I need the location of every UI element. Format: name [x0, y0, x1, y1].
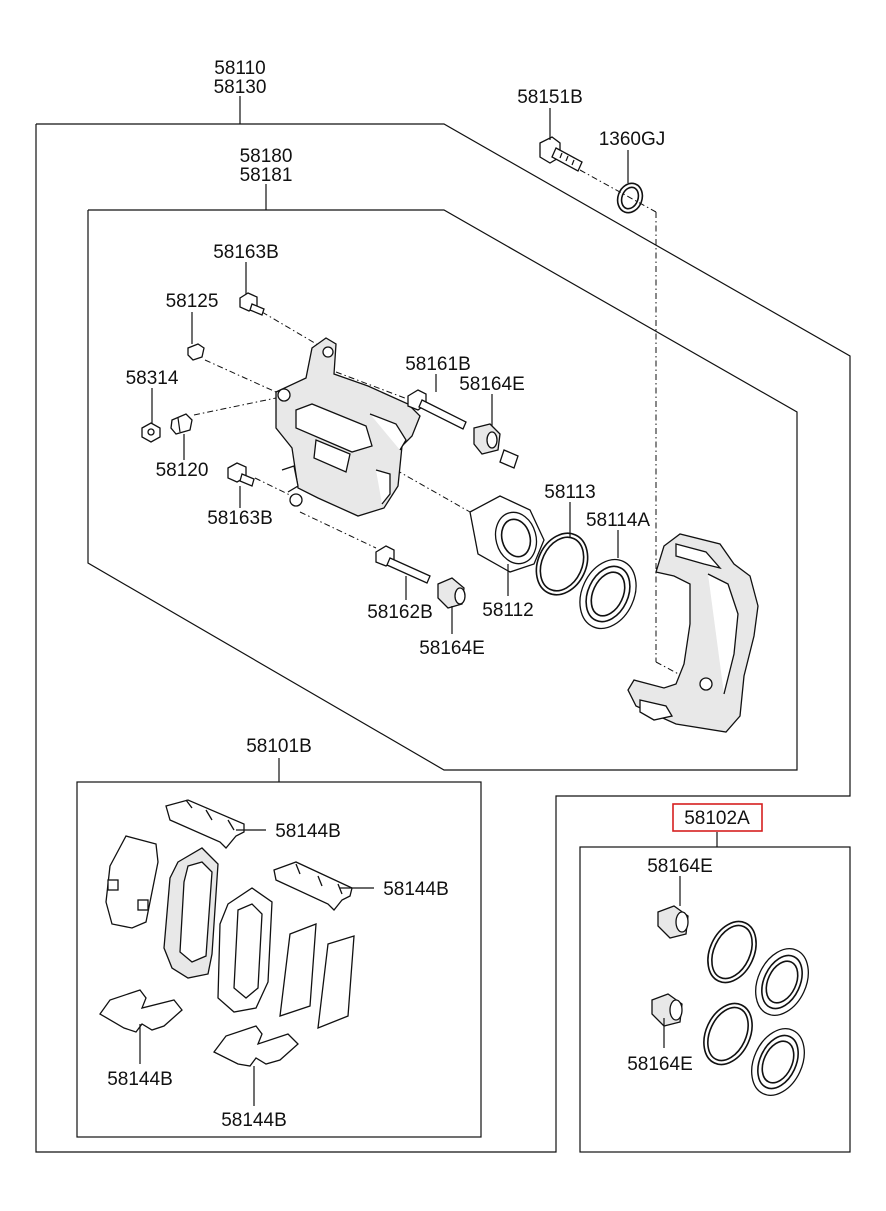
label-58114A[interactable]: 58114A	[586, 510, 650, 531]
shim-plate-right-1[interactable]	[279, 923, 317, 1017]
label-58144B-2[interactable]: 58144B	[383, 879, 449, 900]
cap-58125[interactable]	[187, 343, 205, 361]
washer-1360GJ[interactable]	[614, 180, 647, 216]
pad-right-inner[interactable]	[217, 887, 273, 1013]
label-58144B-4[interactable]: 58144B	[221, 1110, 287, 1131]
caliper-assembly-frame	[35, 96, 851, 1153]
guide-pin-58162B[interactable]	[375, 545, 431, 584]
kit-dust-boot-top[interactable]	[745, 940, 818, 1024]
label-1360GJ[interactable]: 1360GJ	[599, 129, 666, 150]
shim-58144B-bottom-right[interactable]	[213, 1025, 299, 1067]
label-58314[interactable]: 58314	[126, 368, 179, 389]
label-58112[interactable]: 58112	[482, 600, 533, 621]
label-58163B-top[interactable]: 58163B	[213, 242, 279, 263]
label-58164E-kit-top[interactable]: 58164E	[647, 856, 713, 877]
label-58164E-kit-bottom[interactable]: 58164E	[627, 1054, 693, 1075]
label-58163B-bottom[interactable]: 58163B	[207, 508, 273, 529]
kit-seal-ring-top[interactable]	[699, 914, 766, 991]
part-58102A-highlight-box[interactable]	[672, 803, 763, 832]
seal-58113[interactable]	[527, 525, 598, 603]
kit-seal-ring-bottom[interactable]	[695, 996, 762, 1073]
bolt-58151B[interactable]	[539, 136, 583, 172]
boot-58164E-lower[interactable]	[437, 577, 466, 609]
label-58161B[interactable]: 58161B	[405, 354, 471, 375]
kit-boot-58164E-bottom[interactable]	[651, 993, 683, 1027]
label-58181[interactable]: 58181	[240, 165, 293, 186]
shim-58144B-bottom-left[interactable]	[99, 989, 183, 1033]
label-58151B[interactable]: 58151B	[517, 87, 583, 108]
label-58120[interactable]: 58120	[156, 460, 209, 481]
bolt-58163B-bottom[interactable]	[227, 462, 255, 487]
label-58162B[interactable]: 58162B	[367, 602, 433, 623]
shim-plate-left[interactable]	[105, 835, 159, 929]
piston-58112[interactable]	[469, 495, 545, 573]
guide-pin-58161B[interactable]	[407, 389, 467, 430]
part-labels: 58110 58130 58151B 1360GJ 58180 58181 58…	[107, 58, 750, 1131]
label-58164E-upper[interactable]: 58164E	[459, 374, 525, 395]
pad-kit-frame	[76, 758, 482, 1138]
kit-boot-58164E-top[interactable]	[657, 905, 689, 939]
label-58180[interactable]: 58180	[240, 146, 293, 167]
label-58144B-3[interactable]: 58144B	[107, 1069, 173, 1090]
bolt-58163B-top[interactable]	[239, 292, 265, 316]
label-58110[interactable]: 58110	[214, 58, 265, 79]
pad-left-inner[interactable]	[163, 847, 219, 979]
label-58113[interactable]: 58113	[544, 482, 595, 503]
label-58130[interactable]: 58130	[214, 77, 267, 98]
bleeder-58120[interactable]	[170, 413, 193, 435]
boot-58114A[interactable]	[569, 550, 647, 637]
shim-plate-right-2[interactable]	[317, 935, 355, 1030]
cap-58314[interactable]	[141, 422, 161, 443]
caliper-housing[interactable]	[275, 337, 421, 517]
label-58144B-1[interactable]: 58144B	[275, 821, 341, 842]
leader-lines	[139, 108, 681, 1106]
label-58101B[interactable]: 58101B	[246, 736, 312, 757]
shim-58144B-top-right[interactable]	[273, 861, 353, 911]
caliper-housing-frame	[87, 184, 798, 771]
label-58164E-lower[interactable]: 58164E	[419, 638, 485, 659]
kit-dust-boot-bottom[interactable]	[741, 1020, 814, 1104]
shim-58144B-top-left[interactable]	[165, 799, 245, 849]
seal-kit-frame	[579, 803, 851, 1153]
label-58102A[interactable]: 58102A	[684, 808, 750, 829]
caliper-bracket[interactable]	[627, 533, 759, 733]
label-58125[interactable]: 58125	[166, 291, 219, 312]
boot-58164E-upper[interactable]	[473, 423, 519, 469]
